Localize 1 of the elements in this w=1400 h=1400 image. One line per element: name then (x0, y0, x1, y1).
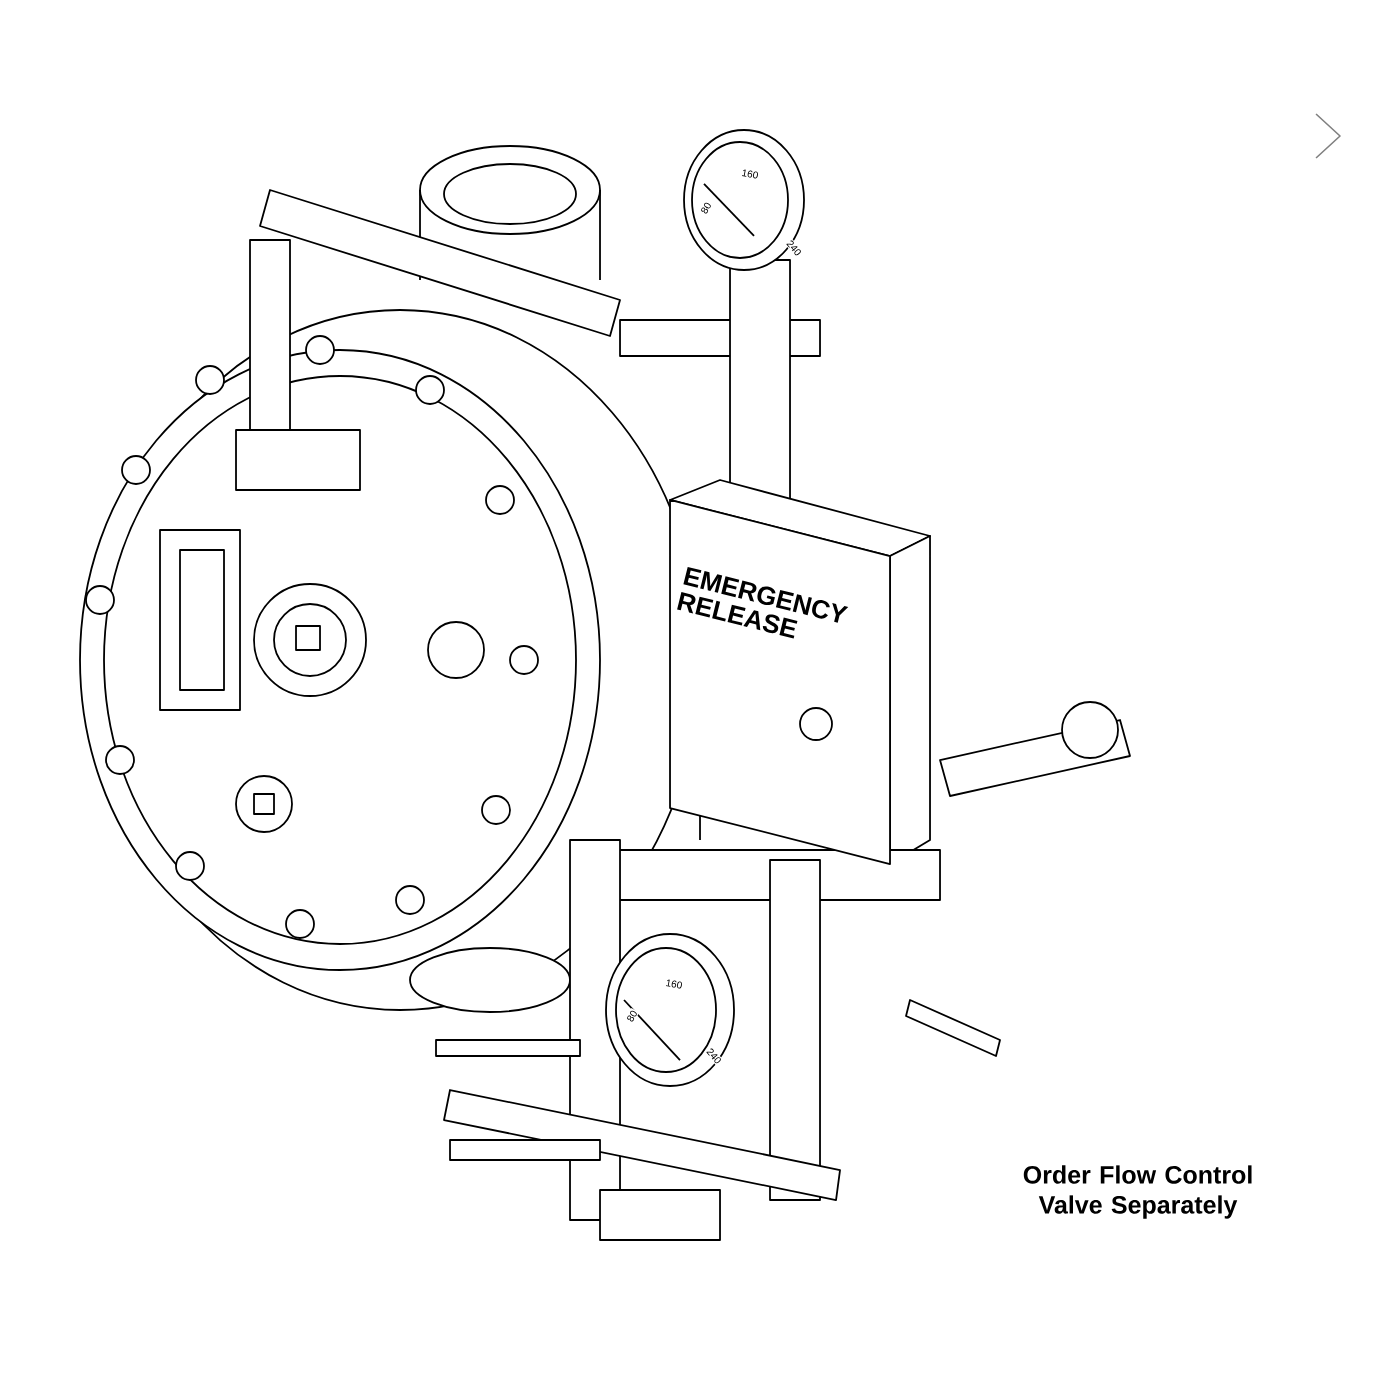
note-text: Order Flow Control Valve Separately (1023, 1165, 1252, 1219)
